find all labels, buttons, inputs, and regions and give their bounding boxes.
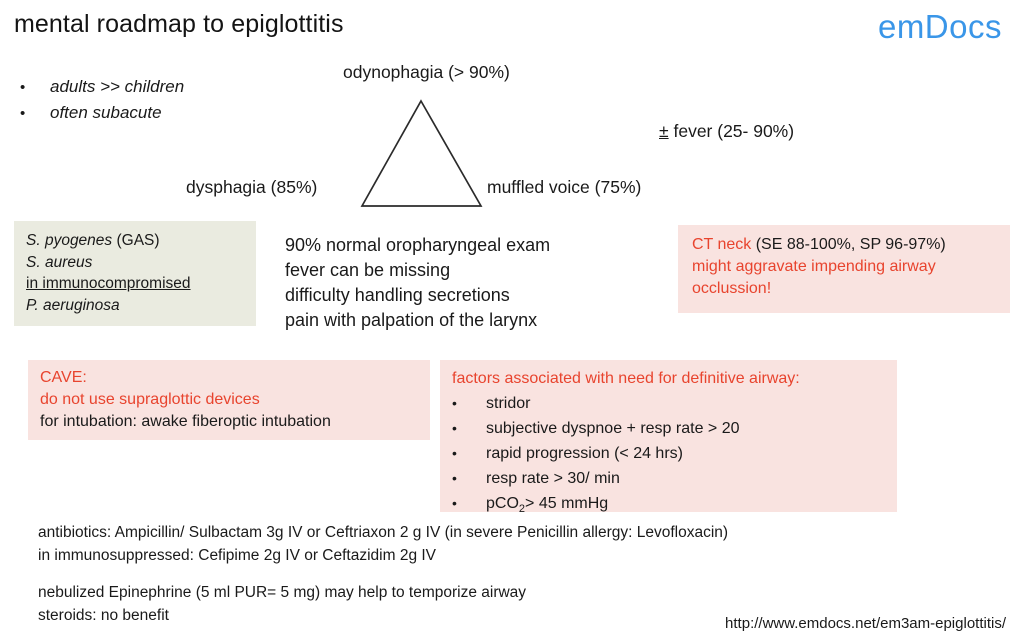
cave-warning-line: do not use supraglottic devices [40,391,260,408]
pathogen-line: P. aeruginosa [26,296,120,314]
bullet-icon: • [452,395,457,411]
adjunct-therapy-text: nebulized Epinephrine (5 ml PUR= 5 mg) m… [38,581,526,627]
bullet-icon: • [452,470,457,486]
ct-neck-stats: (SE 88-100%, SP 96-97%) [751,236,946,253]
list-item-label: resp rate > 30/ min [486,470,620,487]
bullet-icon: • [452,445,457,461]
exam-note-line: pain with palpation of the larynx [285,310,538,330]
antibiotics-text: antibiotics: Ampicillin/ Sulbactam 3g IV… [38,521,728,567]
pco2-label: pCO [486,495,519,512]
list-item-label: adults >> children [50,77,185,96]
cave-advice-line: for intubation: awake fiberoptic intubat… [40,413,331,430]
emdocs-logo: emDocs [877,8,1002,45]
ct-neck-title: CT neck [692,236,752,253]
cave-warning-box: CAVE: do not use supraglottic devices fo… [28,360,430,440]
pathogen-name: S. pyogenes [26,232,117,249]
list-item: • rapid progression (< 24 hrs) [452,441,897,466]
exam-notes-list: 90% normal oropharyngeal exam fever can … [285,233,550,333]
triad-label-dysphagia: dysphagia (85%) [186,177,318,197]
list-item: • often subacute [20,100,184,126]
list-item: • subjective dyspnoe + resp rate > 20 [452,416,897,441]
airway-factors-box: factors associated with need for definit… [440,360,897,515]
pco2-threshold: > 45 mmHg [525,495,609,512]
adjunct-line: steroids: no benefit [38,607,169,624]
source-url[interactable]: http://www.emdocs.net/em3am-epiglottitis… [725,615,1006,632]
list-item-label: pCO2> 45 mmHg [486,492,608,521]
antibiotics-line: antibiotics: Ampicillin/ Sulbactam 3g IV… [38,524,729,541]
plus-minus-icon: ± [659,121,669,141]
intro-bullet-list: • adults >> children • often subacute [20,74,184,126]
list-item-label: rapid progression (< 24 hrs) [486,445,683,462]
bullet-icon: • [452,495,457,511]
list-item-label: subjective dyspnoe + resp rate > 20 [486,420,740,437]
ct-neck-warning-line: occlussion! [692,280,772,297]
fever-label: fever (25- 90%) [668,121,795,141]
pathogen-suffix: (GAS) [116,232,160,249]
ct-neck-warning-line: might aggravate impending airway [692,258,936,275]
bullet-icon: • [20,79,26,96]
triad-label-muffled-voice: muffled voice (75%) [487,177,642,197]
ct-neck-title-line: CT neck (SE 88-100%, SP 96-97%) [692,234,1010,256]
bullet-icon: • [20,105,26,122]
list-item: • pCO2> 45 mmHg [452,491,897,521]
list-item: • resp rate > 30/ min [452,466,897,491]
airway-factors-heading: factors associated with need for definit… [452,370,800,387]
cave-heading: CAVE: [40,369,87,386]
exam-note-line: fever can be missing [285,260,451,280]
list-item: • stridor [452,391,897,416]
pathogen-condition: in immunocompromised [26,275,191,292]
page-title: mental roadmap to epiglottitis [14,10,344,38]
exam-note-line: difficulty handling secretions [285,285,510,305]
adjunct-line: nebulized Epinephrine (5 ml PUR= 5 mg) m… [38,584,527,601]
pathogen-line: S. aureus [26,253,93,271]
list-item: • adults >> children [20,74,184,100]
triad-label-odynophagia: odynophagia (> 90%) [343,62,510,82]
pathogens-box: S. pyogenes (GAS) S. aureus in immunocom… [14,221,256,326]
ct-neck-warning-box: CT neck (SE 88-100%, SP 96-97%) might ag… [678,225,1010,313]
antibiotics-line: in immunosuppressed: Cefipime 2g IV or C… [38,547,437,564]
bullet-icon: • [452,420,457,436]
exam-note-line: 90% normal oropharyngeal exam [285,235,551,255]
triad-triangle-icon [360,99,483,207]
list-item-label: stridor [486,395,531,412]
list-item-label: often subacute [50,103,162,122]
pathogen-line: S. pyogenes (GAS) [26,230,256,252]
pco2-subscript: 2 [518,503,526,516]
fever-note: ± fever (25- 90%) [659,121,794,142]
